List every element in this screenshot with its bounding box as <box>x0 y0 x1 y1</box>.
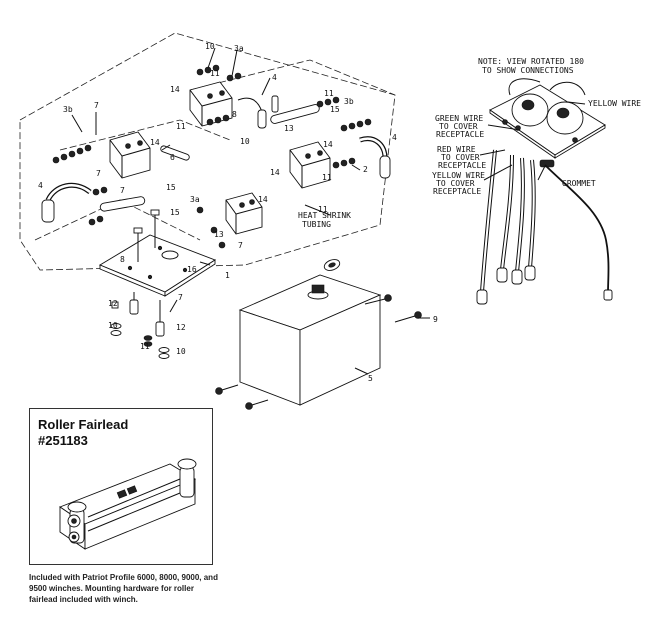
note-red-wire: RED WIRE <box>437 145 476 154</box>
note-yellow-wire: YELLOW WIRE <box>432 171 485 180</box>
note-green-wire: GREEN WIRE <box>435 114 483 123</box>
callout-8: 8 <box>232 110 237 119</box>
inset-part-number: #251183 <box>38 433 88 448</box>
callout-14: 14 <box>150 138 160 147</box>
solenoid-left <box>109 131 151 179</box>
callout-14: 14 <box>270 168 280 177</box>
cable-left <box>41 182 92 223</box>
note-yellow-receptacle: RECEPTACLE <box>433 187 481 196</box>
leader-lines <box>71 47 430 375</box>
solenoid-right <box>289 141 331 189</box>
callout-4: 4 <box>38 181 43 190</box>
callout-3a: 3a <box>190 195 200 204</box>
solenoid-top <box>189 81 233 127</box>
callout-10: 10 <box>240 137 250 146</box>
cable-right <box>359 136 391 179</box>
callout-10: 10 <box>205 42 215 51</box>
cable-top <box>237 95 279 129</box>
callout-7: 7 <box>178 293 183 302</box>
callout-7: 7 <box>94 101 99 110</box>
inset-title: Roller Fairlead <box>38 417 129 432</box>
note-green-receptacle: RECEPTACLE <box>436 130 484 139</box>
solenoid-bottom <box>225 192 263 235</box>
note-heat-shrink: HEAT SHRINK <box>298 211 351 220</box>
note-show-connections: TO SHOW CONNECTIONS <box>482 66 574 75</box>
callout-15: 15 <box>166 183 176 192</box>
mounting-plate <box>99 209 216 297</box>
callout-11: 11 <box>210 69 220 78</box>
callout-11: 11 <box>318 205 328 214</box>
callout-10: 10 <box>108 321 118 330</box>
callout-13: 13 <box>284 124 294 133</box>
roller-fairlead-inset: Roller Fairlead #251183 <box>29 408 213 565</box>
note-yellow-wire-top: YELLOW WIRE <box>588 99 641 108</box>
callout-7: 7 <box>238 241 243 250</box>
callout-3b: 3b <box>63 105 73 114</box>
callout-11: 11 <box>324 89 334 98</box>
callout-labels: 10 3a 11 4 14 3b 7 11 15 8 11 3b 13 14 1… <box>38 42 438 383</box>
callout-5: 5 <box>368 374 373 383</box>
callout-6: 6 <box>170 153 175 162</box>
callout-16: 16 <box>187 265 197 274</box>
note-view-rotated: NOTE: VIEW ROTATED 180 <box>478 57 584 66</box>
callout-7: 7 <box>120 186 125 195</box>
callout-2: 2 <box>363 165 368 174</box>
cover-box <box>238 259 382 406</box>
hardware-nuts <box>52 64 372 249</box>
callout-9: 9 <box>433 315 438 324</box>
note-grommet: GROMMET <box>562 179 596 188</box>
standoffs <box>110 292 170 359</box>
callout-4: 4 <box>392 133 397 142</box>
note-green-to-cover: TO COVER <box>439 122 478 131</box>
inset-caption: Included with Patriot Profile 6000, 8000… <box>29 573 218 604</box>
callout-15: 15 <box>170 208 180 217</box>
callout-13: 13 <box>214 230 224 239</box>
callout-3a: 3a <box>234 44 244 53</box>
callout-10: 10 <box>176 347 186 356</box>
bus-bars <box>99 104 320 212</box>
callout-11: 11 <box>140 342 150 351</box>
callout-15: 15 <box>330 105 340 114</box>
callout-3b: 3b <box>344 97 354 106</box>
note-heat-shrink-tubing: TUBING <box>302 220 331 229</box>
callout-11: 11 <box>176 122 186 131</box>
note-red-to-cover: TO COVER <box>441 153 480 162</box>
callout-8: 8 <box>120 255 125 264</box>
callout-1: 1 <box>225 271 230 280</box>
callout-11: 11 <box>322 173 332 182</box>
callout-12: 12 <box>176 323 186 332</box>
connection-detail <box>476 78 613 305</box>
callout-12: 12 <box>108 299 118 308</box>
annotation-notes: HEAT SHRINK TUBING NOTE: VIEW ROTATED 18… <box>298 57 641 229</box>
callout-7: 7 <box>96 169 101 178</box>
note-yellow-to-cover: TO COVER <box>436 179 475 188</box>
roller-fairlead-drawing <box>59 458 197 550</box>
callout-14: 14 <box>323 140 333 149</box>
note-red-receptacle: RECEPTACLE <box>438 161 486 170</box>
callout-14: 14 <box>258 195 268 204</box>
callout-4: 4 <box>272 73 277 82</box>
callout-14: 14 <box>170 85 180 94</box>
